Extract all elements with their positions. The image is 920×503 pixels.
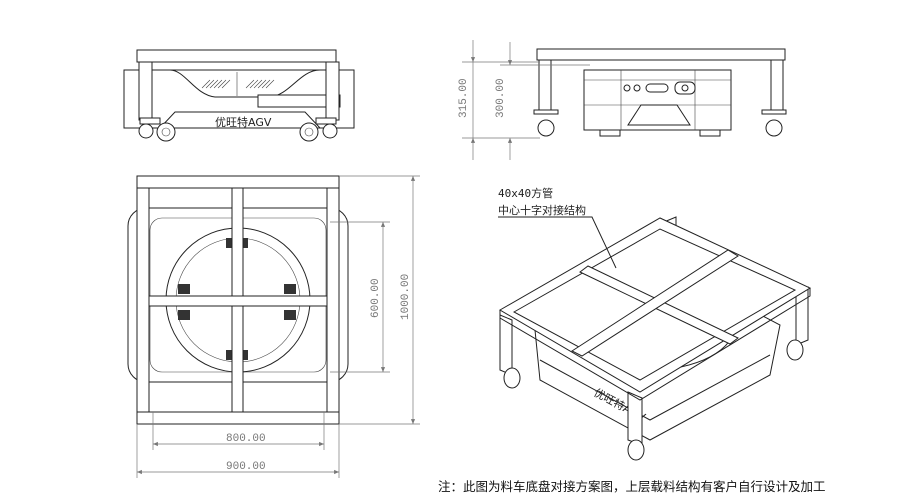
dim-1000: 1000.00: [400, 274, 412, 320]
dim-600: 600.00: [370, 278, 382, 318]
isometric-view: 优旺特AGV: [498, 216, 812, 461]
dim-800: 800.00: [226, 433, 266, 445]
side-view: 315.00 300.00: [458, 40, 787, 160]
dim-300: 300.00: [495, 78, 507, 118]
front-view: 优旺特AGV: [123, 49, 355, 142]
callout-tube-spec: 40x40方管: [498, 187, 554, 200]
dim-900: 900.00: [226, 461, 266, 473]
callout-cross-structure: 中心十字对接结构: [498, 204, 586, 217]
drawing-note: 注：此图为料车底盘对接方案图，上层载料结构有客户自行设计及加工: [438, 479, 826, 494]
dim-315: 315.00: [458, 78, 470, 118]
brand-label: 优旺特AGV: [215, 115, 272, 129]
top-view: 600.00 1000.00 800.00 900.00: [127, 175, 420, 478]
